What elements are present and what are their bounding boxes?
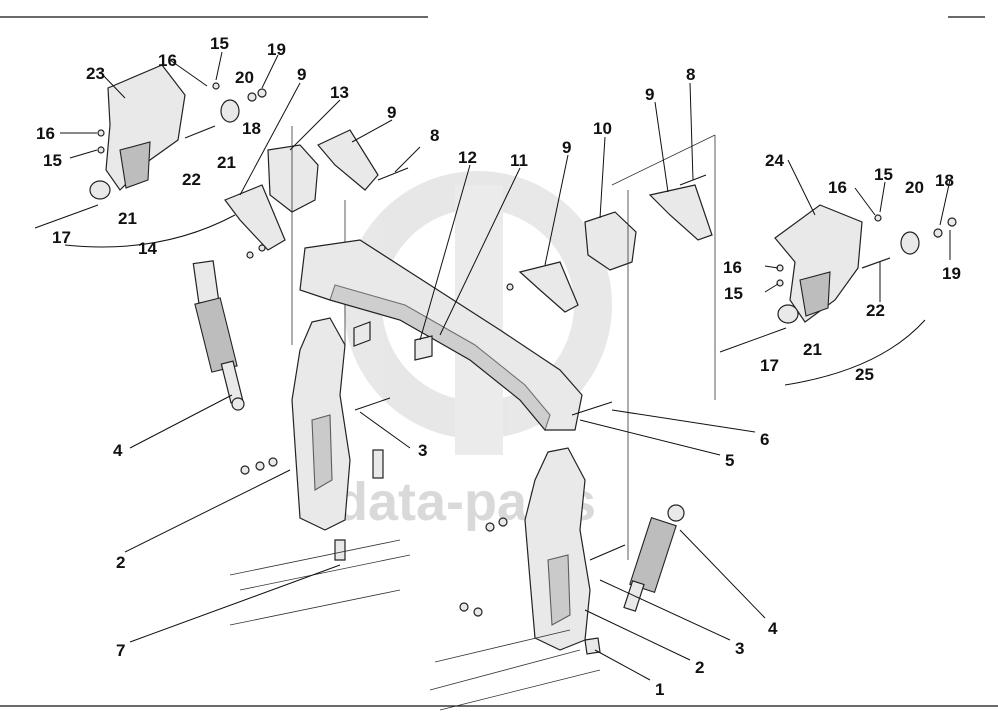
callout-22-right: 22 (866, 301, 885, 320)
bolt-8-left (377, 167, 409, 181)
callout-21-a: 21 (217, 153, 236, 172)
hanger-plate-9-right (648, 184, 713, 241)
support-casting-right (524, 447, 591, 651)
callout-25: 25 (855, 365, 874, 384)
callout-20-right: 20 (905, 178, 924, 197)
callout-7: 7 (116, 641, 125, 660)
left-shock-absorber-4 (192, 260, 245, 411)
bushing-21-lower (89, 180, 111, 200)
callout-15-b: 15 (43, 151, 62, 170)
callout-18-right: 18 (935, 171, 954, 190)
callout-20-left: 20 (235, 68, 254, 87)
callout-9-d: 9 (645, 85, 654, 104)
callout-16-b: 16 (36, 124, 55, 143)
callout-labels: 1 2 2 3 3 4 4 5 6 7 8 8 9 9 9 9 10 11 12… (36, 34, 961, 699)
pin-22-right (861, 257, 891, 269)
callout-12: 12 (458, 148, 477, 167)
bracket-10 (584, 211, 637, 271)
callout-16-a: 16 (158, 51, 177, 70)
callout-8-right: 8 (686, 65, 695, 84)
callout-16-d: 16 (723, 258, 742, 277)
left-bracket-assembly (34, 64, 267, 248)
bushing-21-upper (220, 99, 240, 123)
right-bracket-assembly (719, 204, 957, 386)
callout-15-d: 15 (724, 284, 743, 303)
callout-21-c: 21 (803, 340, 822, 359)
pin-22 (184, 125, 216, 139)
right-shock-absorber-4 (623, 504, 685, 612)
callout-9-b: 9 (387, 103, 396, 122)
leader-lines (60, 51, 951, 681)
callout-3-right: 3 (735, 639, 744, 658)
callout-9-a: 9 (297, 65, 306, 84)
callout-19-right: 19 (942, 264, 961, 283)
callout-4-right: 4 (768, 619, 778, 638)
callout-2-right: 2 (695, 658, 704, 677)
callout-18-left: 18 (242, 119, 261, 138)
clip-11 (353, 321, 371, 347)
callout-5: 5 (725, 451, 734, 470)
bushing-21-right-upper (900, 231, 920, 255)
callout-16-c: 16 (828, 178, 847, 197)
callout-17-right: 17 (760, 356, 779, 375)
right-suspension-support-2 (429, 401, 626, 711)
callout-1: 1 (655, 680, 664, 699)
bracket-13 (267, 144, 319, 213)
stud-7 (334, 539, 346, 561)
callout-10: 10 (593, 119, 612, 138)
callout-22-left: 22 (182, 170, 201, 189)
hanger-plate-9-left (224, 184, 286, 251)
bolt-3-left (354, 397, 391, 411)
callout-14: 14 (138, 239, 157, 258)
callout-15-c: 15 (874, 165, 893, 184)
callout-17-left: 17 (52, 228, 71, 247)
callout-23: 23 (86, 64, 105, 83)
callout-3-left: 3 (418, 441, 427, 460)
bolt-3-right (589, 544, 626, 561)
callout-4-left: 4 (113, 441, 123, 460)
callout-8-left: 8 (430, 126, 439, 145)
left-hanger-group (224, 126, 409, 345)
bushing-21-right-lower (777, 304, 799, 324)
callout-2-left: 2 (116, 553, 125, 572)
callout-24: 24 (765, 151, 784, 170)
bolt-1 (584, 637, 601, 655)
callout-9-c: 9 (562, 138, 571, 157)
left-suspension-support-2 (229, 317, 411, 626)
callout-6: 6 (760, 430, 769, 449)
clip-12 (414, 335, 433, 361)
callout-15-a: 15 (210, 34, 229, 53)
callout-21-b: 21 (118, 209, 137, 228)
bracket-24 (774, 204, 863, 323)
cross-member-5 (299, 239, 583, 432)
callout-13: 13 (330, 83, 349, 102)
hanger-plate-9-center (518, 261, 579, 313)
bolt-17 (34, 204, 99, 229)
bolt-17-right (719, 327, 787, 353)
hanger-plate-9-mid (317, 129, 379, 191)
right-hanger-group (506, 134, 716, 560)
callout-19-left: 19 (267, 40, 286, 59)
bolt-6 (571, 401, 613, 416)
callout-11: 11 (510, 151, 528, 170)
